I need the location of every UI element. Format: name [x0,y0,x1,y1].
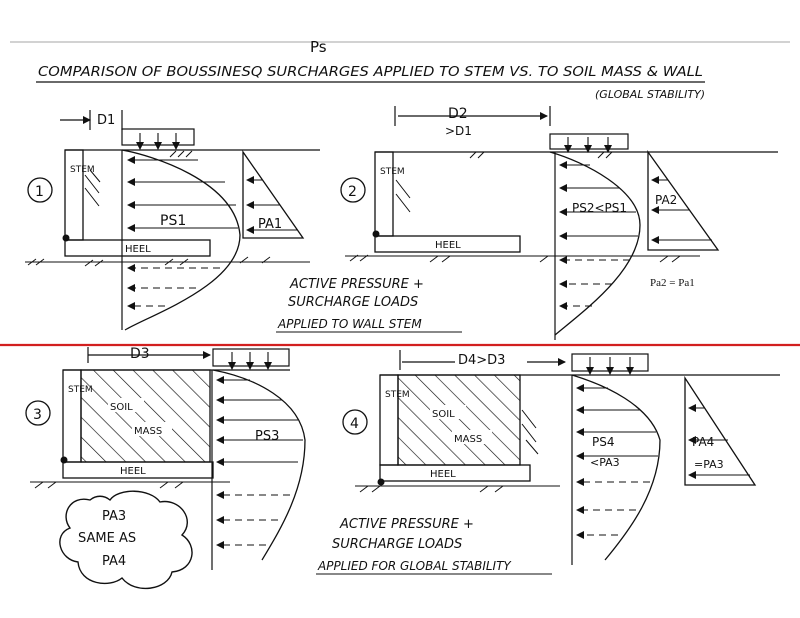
panel-number: 4 [350,416,359,432]
panel-number: 2 [348,184,357,200]
active-pressure-label: PA4 [692,435,714,449]
panel-number-circle [342,409,368,435]
dimension-label: D2 [448,106,468,122]
panel-4: 4 D4>D3 STEM SOIL MASS HEEL PS4 <PA3 [342,350,780,565]
mass-label: MASS [454,434,482,445]
panel-number-circle [25,400,51,426]
wall-heel [374,235,521,253]
heel-label: HEEL [125,244,151,255]
surcharge-load [549,133,629,150]
wall-stem [62,369,82,463]
panel-2: 2 D2 >D1 STEM HEEL PS2<PS1 PA2 Pa2 [340,106,778,340]
top-notes: ACTIVE PRESSURE + SURCHARGE LOADS APPLIE… [276,277,462,333]
panel-number: 1 [35,184,44,200]
heel-label: HEEL [430,469,456,480]
surcharge-pressure-label: PS2<PS1 [572,201,627,215]
stem-label: STEM [380,167,405,177]
dimension-label: D3 [130,346,150,362]
page-title: COMPARISON OF BOUSSINESQ SURCHARGES APPL… [38,65,703,80]
bottom-notes: ACTIVE PRESSURE + SURCHARGE LOADS APPLIE… [316,517,552,575]
toe-pin [377,478,385,486]
boussinesq-curve [212,369,306,561]
note-line: SURCHARGE LOADS [332,537,462,552]
active-pressure-triangle [242,149,305,239]
note-line: ACTIVE PRESSURE + [289,277,424,292]
panel-3: 3 D3 STEM SOIL MASS HEEL PS3 [25,346,306,590]
panel-1: 1 D1 STEM HEEL PS1 [25,110,320,331]
mass-label: MASS [134,426,162,437]
equality-note: Pa2 = Pa1 [650,277,695,289]
panel-number-circle [340,177,366,203]
soil-label: SOIL [432,409,455,420]
dimension-label: D1 [97,113,115,128]
dimension-note: >D1 [445,124,472,138]
surcharge-pressure-label: PS4 [592,435,615,449]
stem-label: STEM [70,165,95,175]
stem-label: STEM [68,385,93,395]
header: Ps COMPARISON OF BOUSSINESQ SURCHARGES A… [36,38,705,101]
ps-label: Ps [310,38,327,56]
soil-label: SOIL [110,402,133,413]
wall-stem [374,151,394,237]
boussinesq-curve [549,151,641,336]
surcharge-load [212,348,290,367]
note-line: APPLIED FOR GLOBAL STABILITY [317,559,512,573]
dimension-label: D4>D3 [458,353,505,368]
boussinesq-curve [121,149,241,331]
bubble-line: PA4 [102,554,126,569]
wall-heel [64,239,211,257]
surcharge-pressure-label: PS3 [255,429,279,444]
surcharge-pressure-note: <PA3 [590,456,620,469]
heel-label: HEEL [435,240,461,251]
wall-heel [62,461,214,479]
bubble-line: PA3 [102,509,126,524]
panel-number-circle [27,177,53,203]
soil-mass [397,374,521,466]
note-line: APPLIED TO WALL STEM [277,317,422,331]
wall-stem [64,149,84,241]
soil-mass [80,369,211,463]
active-pressure-label: PA1 [258,217,282,232]
wall-stem [379,374,399,466]
panel-number: 3 [33,407,42,423]
note-line: ACTIVE PRESSURE + [339,517,474,532]
note-line: SURCHARGE LOADS [288,295,418,310]
active-pressure-triangle [684,375,757,486]
bubble-line: SAME AS [78,531,136,546]
page-subtitle: (GLOBAL STABILITY) [595,88,705,101]
heel-label: HEEL [120,466,146,477]
stem-label: STEM [385,390,410,400]
surcharge-pressure-label: PS1 [160,213,186,229]
active-pressure-triangle [647,149,720,251]
note-bubble [59,490,193,590]
active-pressure-label: PA2 [655,193,677,207]
wall-heel [379,464,531,482]
active-pressure-note: =PA3 [694,458,724,471]
